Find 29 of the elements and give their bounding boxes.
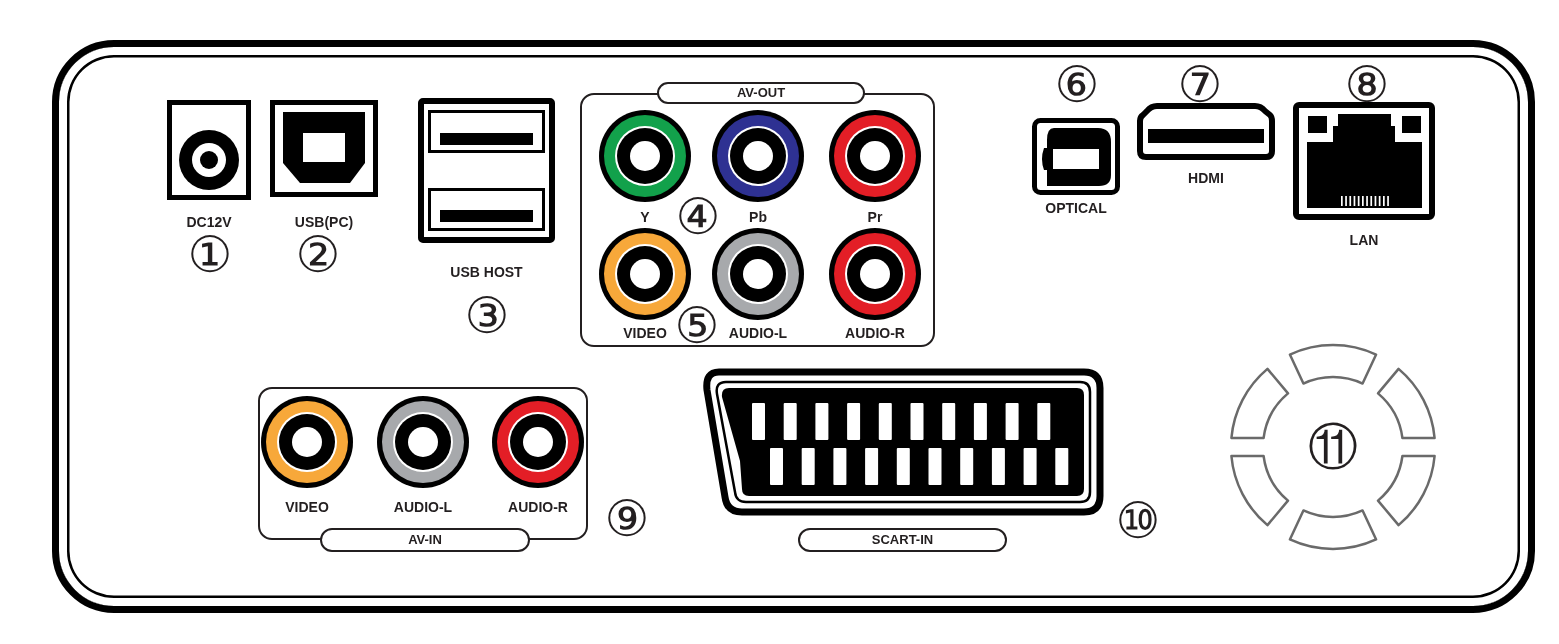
port-label: Pb bbox=[749, 209, 767, 225]
port-label: USB HOST bbox=[450, 264, 523, 280]
callout-number: ⑤ bbox=[674, 301, 720, 351]
callout-number: ⑦ bbox=[1177, 60, 1223, 110]
callout-number: ① bbox=[187, 230, 233, 280]
port-label: AUDIO-R bbox=[845, 325, 905, 341]
port-label: OPTICAL bbox=[1045, 200, 1107, 216]
port-label: AUDIO-L bbox=[728, 325, 788, 341]
callout-number: ⑪ bbox=[1308, 422, 1358, 472]
callout-number: ⑧ bbox=[1344, 60, 1390, 110]
callout-number: ⑩ bbox=[1115, 496, 1161, 546]
group-label: AV-OUT bbox=[657, 82, 865, 104]
port-label: AUDIO-L bbox=[393, 499, 453, 515]
callout-number: ⑨ bbox=[604, 494, 650, 544]
callout-number: ⑥ bbox=[1054, 60, 1100, 110]
group-label: AV-IN bbox=[320, 528, 530, 552]
port-label: LAN bbox=[1349, 232, 1379, 248]
port-label: USB(PC) bbox=[294, 214, 354, 230]
callout-number: ③ bbox=[464, 291, 510, 341]
port-label: VIDEO bbox=[623, 325, 667, 341]
callout-number: ② bbox=[295, 230, 341, 280]
port-label: DC12V bbox=[186, 214, 232, 230]
port-label: HDMI bbox=[1188, 170, 1224, 186]
port-label: Pr bbox=[867, 209, 883, 225]
group-label: SCART-IN bbox=[798, 528, 1007, 552]
callout-number: ④ bbox=[675, 192, 721, 242]
port-label: Y bbox=[640, 209, 650, 225]
port-label: AUDIO-R bbox=[508, 499, 568, 515]
port-label: VIDEO bbox=[285, 499, 329, 515]
